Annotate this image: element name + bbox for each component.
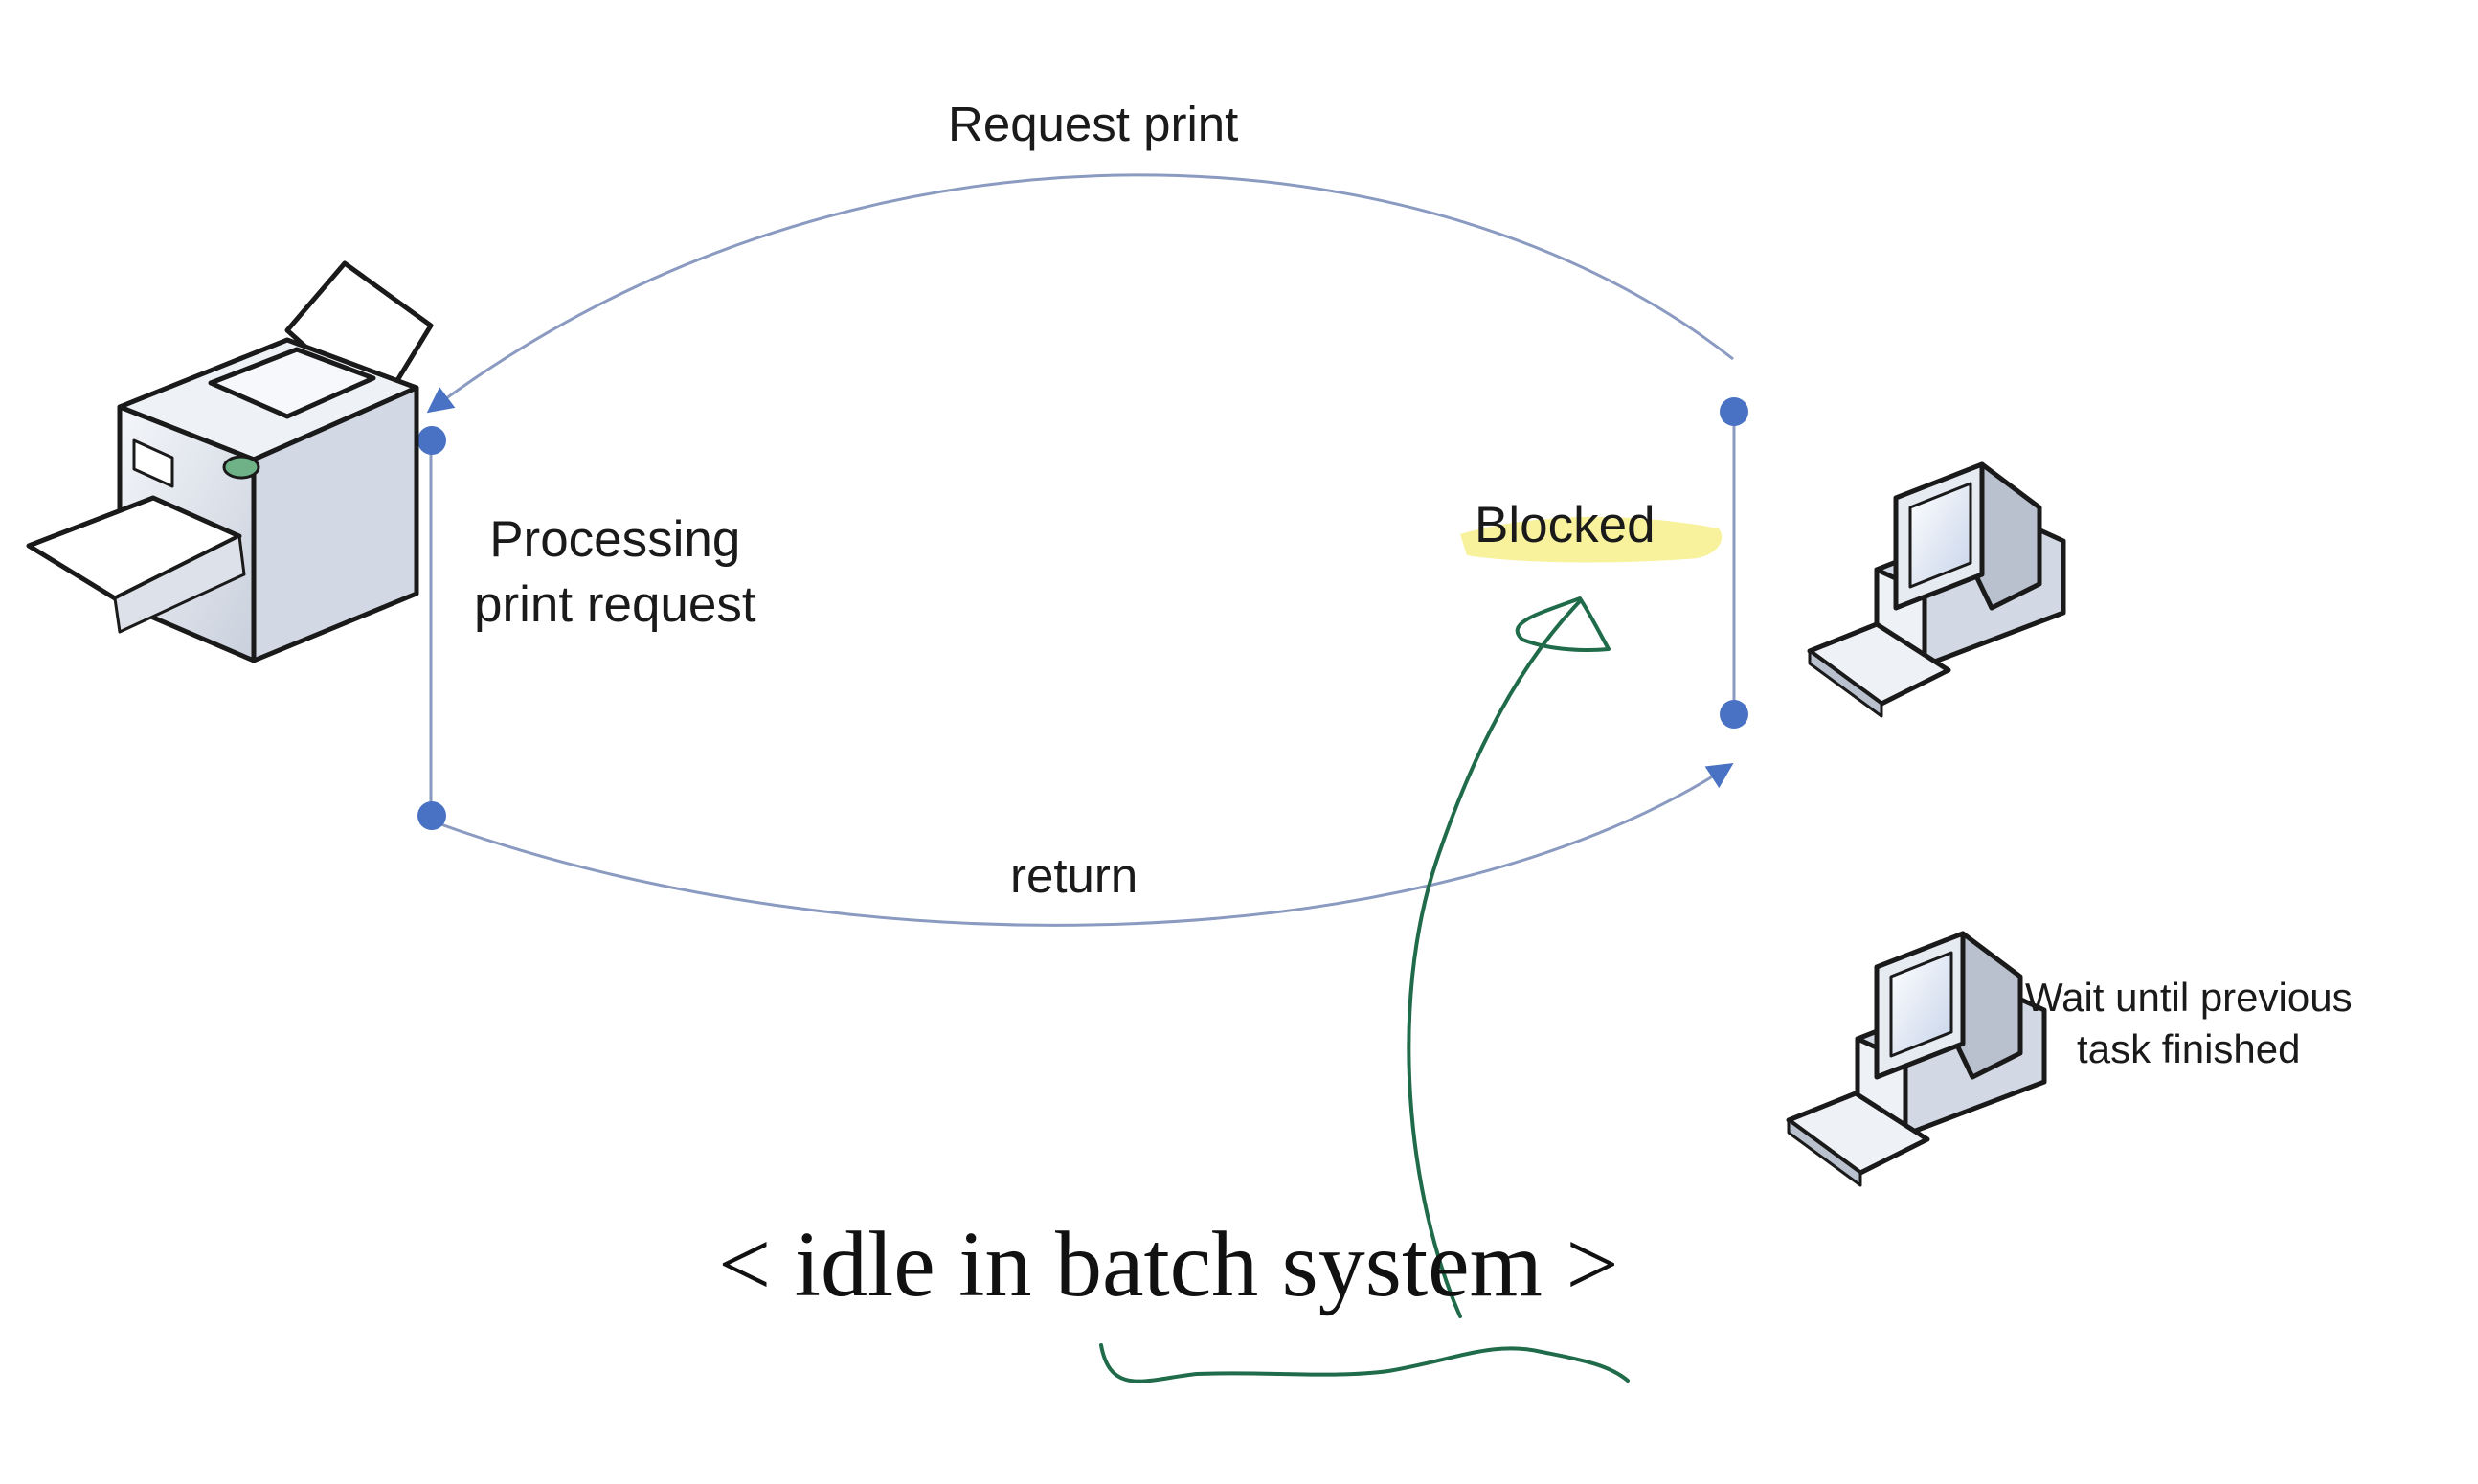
caption-text: < idle in batch system >	[718, 1213, 1619, 1316]
return-arrow	[432, 763, 1734, 927]
handwritten-arrowhead	[1515, 596, 1611, 652]
printer-icon	[26, 260, 434, 663]
waiting-computer-icon	[1786, 931, 2047, 1187]
blocked-label: Blocked	[1475, 497, 1656, 553]
blocked-start-dot	[1720, 397, 1748, 426]
request-print-label: Request print	[948, 97, 1239, 151]
return-label: return	[1010, 848, 1138, 903]
desktop-computer-icon	[1807, 461, 2066, 718]
processing-start-dot	[417, 426, 446, 455]
handwritten-underline	[1099, 1343, 1630, 1383]
request-print-arrow	[426, 173, 1734, 414]
processing-end-dot	[417, 801, 446, 830]
processing-label: Processing print request	[474, 511, 756, 633]
handwritten-arrow	[1407, 599, 1582, 1318]
blocked-highlight	[1460, 516, 1723, 563]
blocked-end-dot	[1720, 700, 1748, 729]
wait-label: Wait until previous task finished	[2025, 975, 2353, 1071]
